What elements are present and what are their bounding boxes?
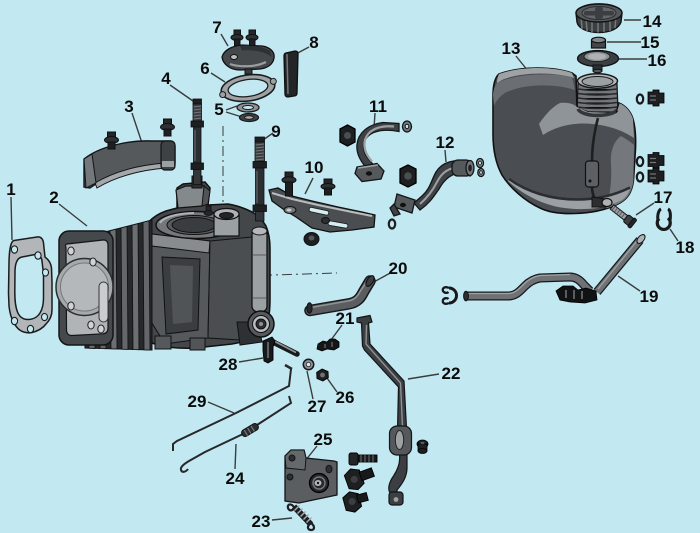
svg-text:3: 3	[124, 97, 133, 116]
svg-text:29: 29	[188, 392, 207, 411]
svg-text:24: 24	[226, 469, 245, 488]
svg-text:8: 8	[309, 33, 318, 52]
svg-text:2: 2	[49, 188, 58, 207]
svg-text:6: 6	[200, 59, 209, 78]
svg-text:21: 21	[336, 309, 355, 328]
svg-text:13: 13	[502, 39, 521, 58]
svg-text:27: 27	[308, 397, 327, 416]
svg-text:19: 19	[640, 287, 659, 306]
svg-text:22: 22	[442, 364, 461, 383]
svg-text:17: 17	[654, 188, 673, 207]
svg-text:11: 11	[369, 97, 387, 116]
svg-text:15: 15	[641, 33, 660, 52]
svg-text:18: 18	[676, 238, 695, 257]
svg-text:4: 4	[161, 69, 171, 88]
svg-text:5: 5	[214, 100, 223, 119]
svg-text:9: 9	[271, 122, 280, 141]
svg-text:16: 16	[648, 51, 667, 70]
svg-text:12: 12	[436, 133, 455, 152]
svg-text:20: 20	[389, 259, 408, 278]
svg-text:26: 26	[336, 388, 355, 407]
svg-text:10: 10	[305, 158, 324, 177]
svg-text:7: 7	[212, 18, 221, 37]
svg-text:1: 1	[6, 180, 15, 199]
svg-text:14: 14	[643, 12, 662, 31]
svg-text:23: 23	[252, 512, 271, 531]
svg-text:25: 25	[314, 430, 333, 449]
svg-text:28: 28	[219, 355, 238, 374]
